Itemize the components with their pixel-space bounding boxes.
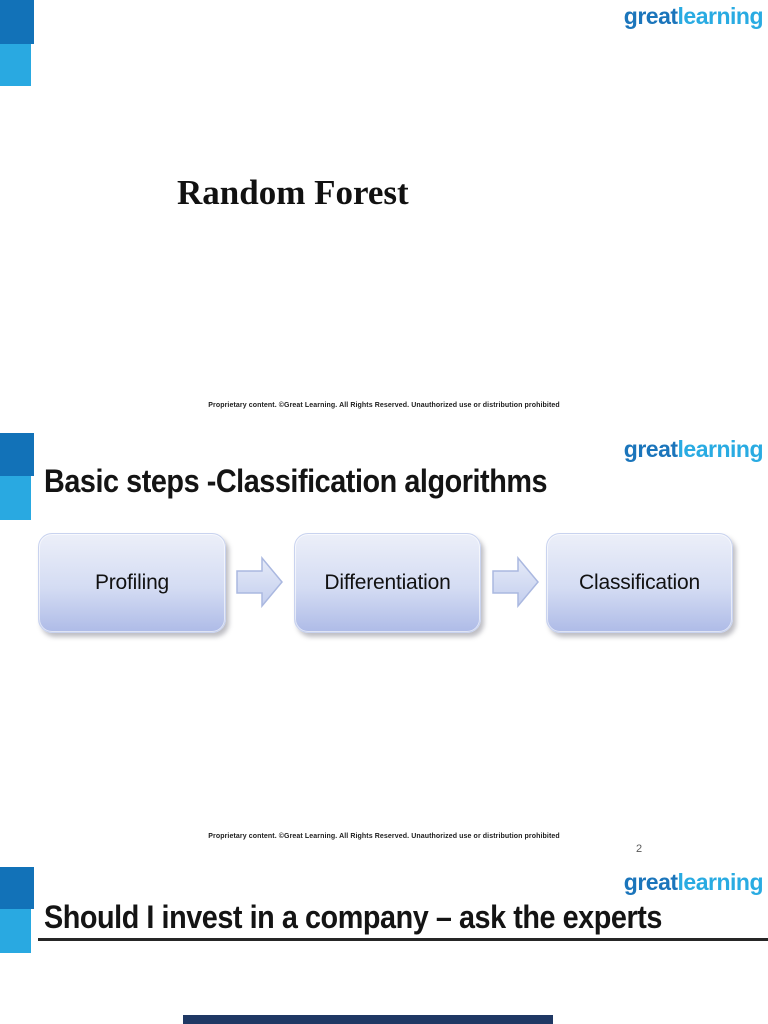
step-label: Differentiation [324, 571, 451, 594]
step-label: Profiling [94, 571, 170, 594]
brand-square-light [0, 44, 31, 86]
logo-great-text: great [623, 869, 678, 895]
flow-arrow-right-icon [236, 556, 283, 608]
slide3-title: Should I invest in a company – ask the e… [44, 899, 662, 935]
greatlearning-logo: greatlearning [623, 436, 764, 463]
logo-great-text: great [623, 3, 678, 29]
brand-square-light [0, 909, 31, 953]
brand-square-dark [0, 433, 34, 476]
step-box-profiling: Profiling [38, 533, 226, 633]
greatlearning-logo: greatlearning [623, 869, 764, 896]
slide1-title: Random Forest [177, 173, 409, 212]
brand-square-dark [0, 867, 34, 909]
slide2-title: Basic steps -Classification algorithms [44, 463, 548, 499]
cutoff-table-header-bar [183, 1015, 553, 1024]
slide2-footer-disclaimer: Proprietary content. ©Great Learning. Al… [208, 833, 560, 840]
title-underline-rule [38, 938, 768, 941]
step-label: Classification [579, 571, 700, 594]
page-number: 2 [636, 843, 643, 855]
slide1-footer-disclaimer: Proprietary content. ©Great Learning. Al… [208, 402, 560, 409]
step-box-classification: Classification [546, 533, 733, 633]
step-box-differentiation: Differentiation [294, 533, 481, 633]
brand-square-dark [0, 0, 34, 44]
greatlearning-logo: greatlearning [623, 3, 764, 30]
brand-square-light [0, 476, 31, 520]
logo-learning-text: learning [677, 436, 764, 462]
logo-learning-text: learning [677, 869, 764, 895]
logo-learning-text: learning [677, 3, 764, 29]
logo-great-text: great [623, 436, 678, 462]
flow-arrow-right-icon [492, 556, 539, 608]
